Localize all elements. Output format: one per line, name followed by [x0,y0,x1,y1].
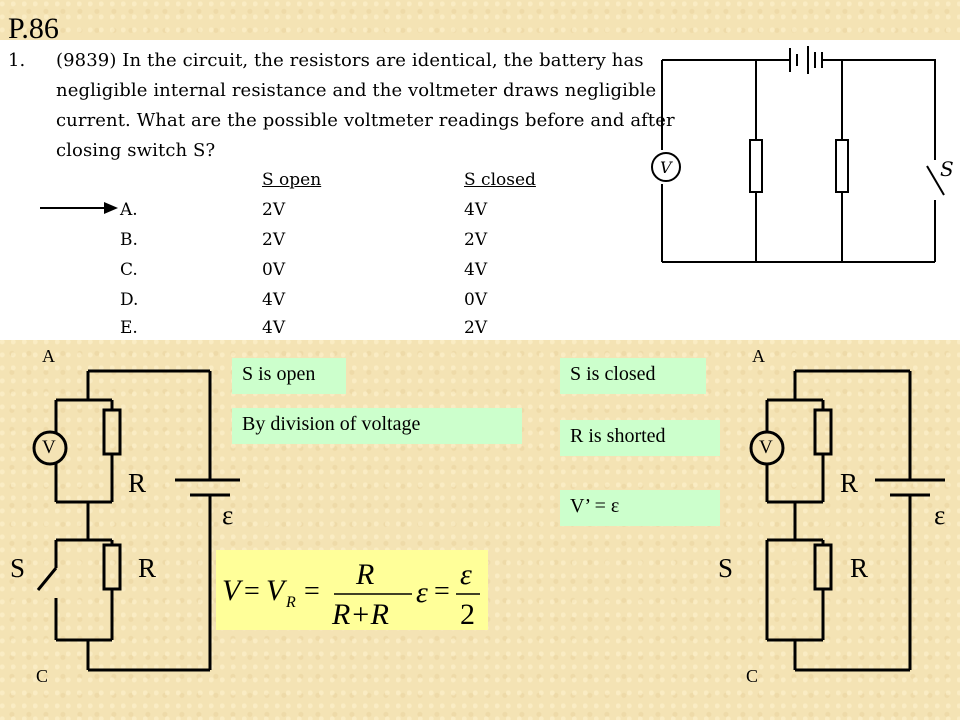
formula-numerator-2: ε [460,558,472,591]
option-closed-value: 4V [464,260,488,280]
voltage-division-formula: V = V R = R R+R ε = ε 2 [216,550,488,630]
note-v-prime: V’ = ε [560,490,720,526]
header-s-closed: S closed [464,170,536,190]
question-voltmeter-label: V [660,158,673,177]
right-emf-label: ε [934,500,946,530]
answer-arrow-icon [40,202,118,214]
left-switch-label: S [10,553,26,583]
option-letter: C. [120,260,138,280]
formula-equals: = [244,576,260,607]
right-voltmeter-label: V [759,437,773,458]
question-switch-label: S [940,157,954,181]
question-line-4: closing switch S? [56,140,216,161]
note-division-of-voltage: By division of voltage [232,408,522,444]
option-letter: D. [120,290,139,310]
option-closed-value: 2V [464,318,488,338]
formula-denominator: R+R [331,598,389,630]
left-emf-label: ε [222,500,234,530]
question-number: 1. [8,50,26,71]
right-point-c: C [746,666,759,686]
option-open-value: 0V [262,260,286,280]
option-open-value: 4V [262,318,286,338]
option-closed-value: 2V [464,230,488,250]
right-resistor-bottom-label: R [850,553,869,583]
formula-denominator-2: 2 [460,598,475,630]
left-voltmeter-label: V [42,437,56,458]
left-resistor-top-label: R [128,468,147,498]
option-open-value: 2V [262,230,286,250]
option-letter: B. [120,230,138,250]
note-r-shorted: R is shorted [560,420,720,456]
left-circuit-diagram [32,369,240,672]
right-resistor-top-label: R [840,468,859,498]
option-open-value: 2V [262,200,286,220]
formula-vr: V [266,574,288,607]
formula-equals-3: = [434,576,450,607]
right-switch-label: S [718,553,734,583]
left-resistor-bottom-label: R [138,553,157,583]
question-line-1: (9839) In the circuit, the resistors are… [56,50,644,71]
left-point-c: C [36,666,49,686]
formula-epsilon: ε [416,576,428,609]
option-open-value: 4V [262,290,286,310]
option-letter: E. [120,318,138,338]
question-panel: 1. (9839) In the circuit, the resistors … [0,40,960,340]
option-closed-value: 4V [464,200,488,220]
header-s-open: S open [262,170,322,190]
note-s-open: S is open [232,358,346,394]
question-circuit-diagram: V S [651,46,954,263]
right-circuit-diagram [749,369,945,672]
formula-numerator: R [355,558,374,591]
question-line-2: negligible internal resistance and the v… [56,80,657,101]
option-letter: A. [120,200,138,220]
right-point-a: A [752,346,765,366]
formula-vr-subscript: R [285,594,296,611]
formula-v: V [222,574,244,607]
formula-equals-2: = [304,576,320,607]
slide-title: P.86 [8,12,59,45]
note-s-closed: S is closed [560,358,706,394]
question-line-3: current. What are the possible voltmeter… [56,110,675,131]
left-point-a: A [42,346,55,366]
option-closed-value: 0V [464,290,488,310]
